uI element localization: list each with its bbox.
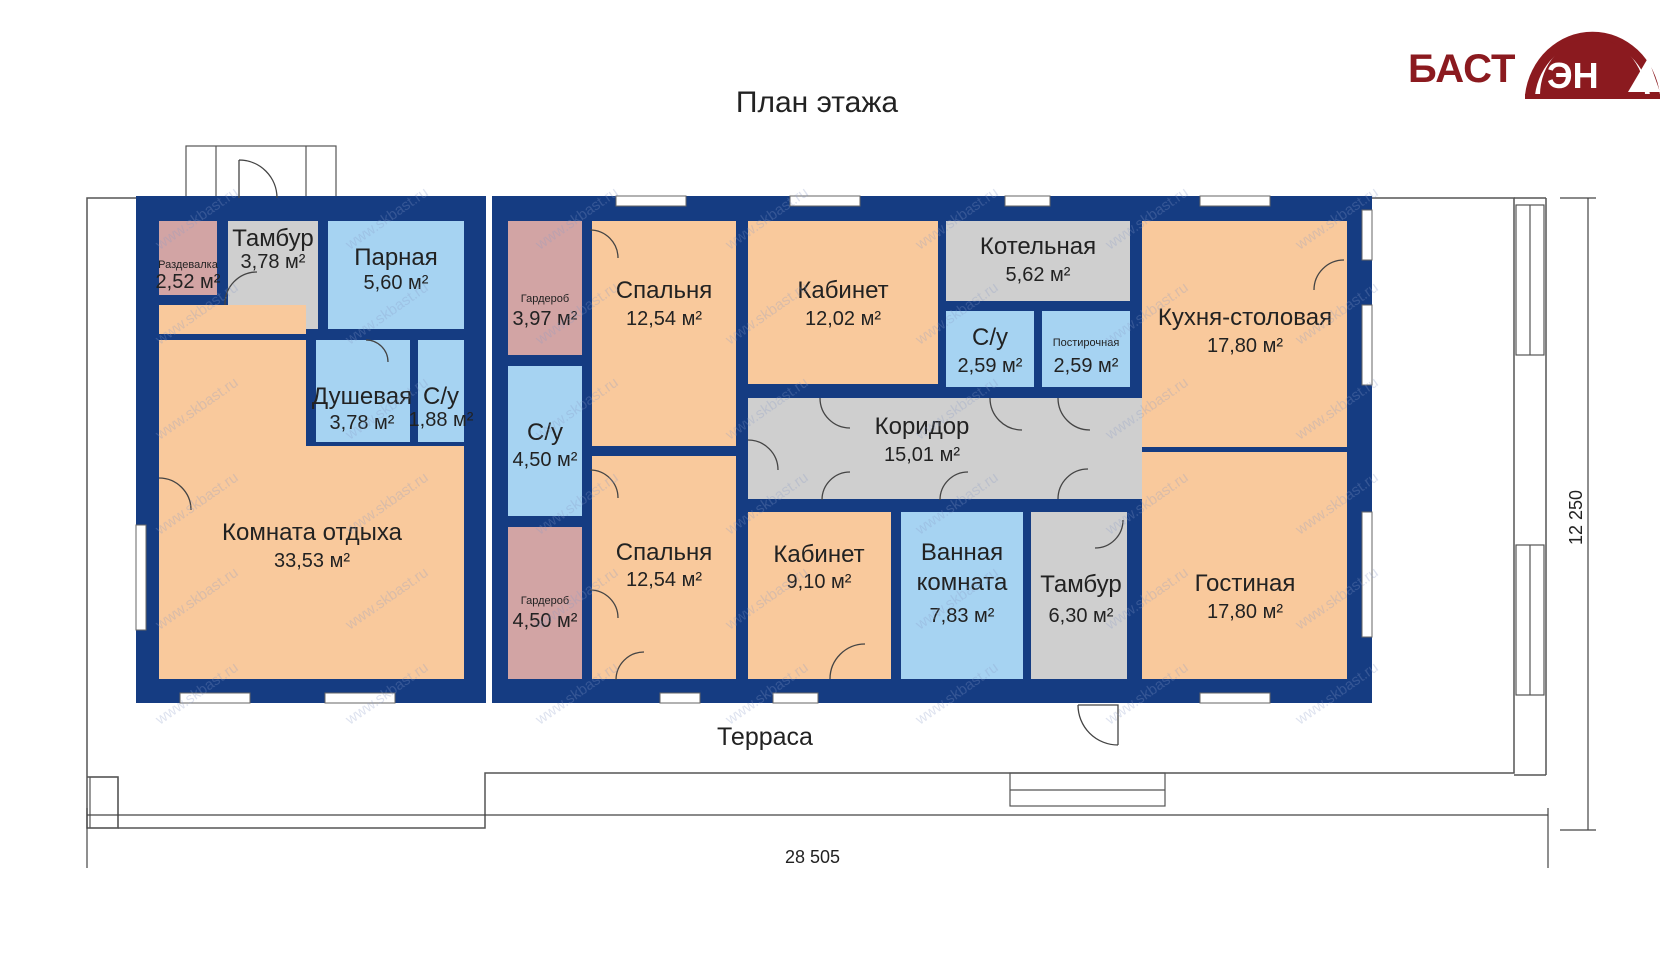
svg-text:комната: комната [917,569,1008,596]
svg-text:5,60 м²: 5,60 м² [364,272,429,294]
svg-text:3,97 м²: 3,97 м² [513,308,578,330]
svg-text:Спальня: Спальня [616,277,712,304]
svg-text:Ванная: Ванная [921,539,1003,566]
svg-text:С/у: С/у [423,383,459,410]
room-wardrobe-1 [508,221,582,355]
svg-text:Тамбур: Тамбур [1040,571,1121,598]
room-wc-small [418,340,464,442]
svg-text:Спальня: Спальня [616,539,712,566]
svg-text:Парная: Парная [354,244,438,271]
doors [158,159,1345,746]
dimension-lines [86,197,1596,868]
svg-text:Кабинет: Кабинет [773,541,864,568]
room-boiler [946,221,1130,301]
svg-text:15,01 м²: 15,01 м² [884,444,960,466]
windows [135,195,1373,704]
svg-text:Постирочная: Постирочная [1053,337,1120,349]
svg-text:Комната отдыха: Комната отдыха [222,519,403,546]
room-study-1 [748,221,938,384]
svg-text:1,88 м²: 1,88 м² [409,409,474,431]
room-kitchen [1142,221,1347,447]
svg-text:С/у: С/у [527,419,563,446]
svg-text:Кухня-столовая: Кухня-столовая [1158,304,1332,331]
svg-text:Коридор: Коридор [875,413,970,440]
rooms-layer [159,221,1347,679]
svg-text:3,78 м²: 3,78 м² [330,412,395,434]
svg-text:6,30 м²: 6,30 м² [1049,605,1114,627]
room-bedroom-1 [592,221,736,446]
svg-text:3,78 м²: 3,78 м² [241,251,306,273]
room-labels: Раздевалка 2,52 м² Тамбур 3,78 м² Парная… [156,225,1333,632]
room-vestibule-2 [1031,512,1127,679]
room-wc-2 [946,311,1034,387]
svg-text:17,80 м²: 17,80 м² [1207,601,1283,623]
svg-text:Гардероб: Гардероб [521,293,569,305]
svg-text:Котельная: Котельная [980,233,1096,260]
svg-text:4,50 м²: 4,50 м² [513,449,578,471]
svg-text:12,02 м²: 12,02 м² [805,308,881,330]
svg-text:Гардероб: Гардероб [521,595,569,607]
room-corridor [748,398,1142,499]
terrace-label: Терраса [717,723,813,751]
company-logo: БАСТ ЭН [1408,31,1660,99]
room-living [1142,452,1347,679]
svg-text:4,50 м²: 4,50 м² [513,610,578,632]
svg-text:Гостиная: Гостиная [1195,570,1296,597]
svg-text:33,53 м²: 33,53 м² [274,550,350,572]
svg-text:Тамбур: Тамбур [232,225,313,252]
room-study-2 [748,512,891,679]
terrace-steps [89,145,1545,829]
room-wc-1 [508,366,582,516]
room-lounge [159,340,464,679]
plan-title: План этажа [736,86,898,119]
svg-text:12,54 м²: 12,54 м² [626,569,702,591]
room-dressing [159,221,217,295]
svg-text:17,80 м²: 17,80 м² [1207,335,1283,357]
room-steam-room [328,221,464,329]
svg-text:7,83 м²: 7,83 м² [930,605,995,627]
svg-text:БАСТ: БАСТ [1408,47,1515,91]
room-shower [316,340,410,442]
svg-text:5,62 м²: 5,62 м² [1006,264,1071,286]
svg-text:С/у: С/у [972,324,1008,351]
room-bathroom [901,512,1023,679]
room-bedroom-2 [592,456,736,679]
svg-text:2,52 м²: 2,52 м² [156,271,221,293]
svg-text:12,54 м²: 12,54 м² [626,308,702,330]
svg-text:Раздевалка: Раздевалка [158,259,219,271]
svg-text:2,59 м²: 2,59 м² [1054,355,1119,377]
svg-text:9,10 м²: 9,10 м² [787,571,852,593]
svg-text:Душевая: Душевая [312,383,412,410]
width-dimension: 28 505 [785,847,840,867]
svg-text:Кабинет: Кабинет [797,277,888,304]
svg-text:ЭН: ЭН [1547,55,1599,96]
height-dimension: 12 250 [1566,490,1586,545]
room-laundry [1042,311,1130,387]
svg-text:2,59 м²: 2,59 м² [958,355,1023,377]
room-wardrobe-2 [508,527,582,679]
